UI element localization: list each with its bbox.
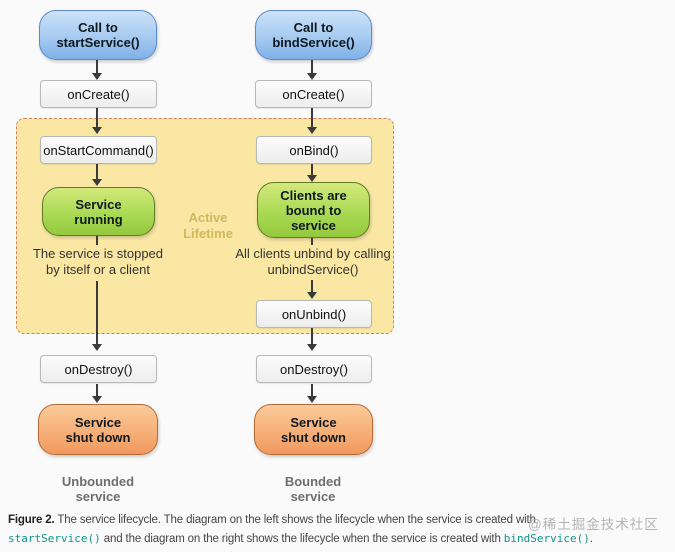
arrow-head [307, 127, 317, 134]
node-ondestroy-left: onDestroy() [40, 355, 157, 383]
arrow-head [307, 175, 317, 182]
arrow-line [96, 281, 98, 345]
node-clients-bound: Clients are bound to service [257, 182, 370, 238]
arrow-head [307, 344, 317, 351]
caption-line-1: Figure 2. The service lifecycle. The dia… [8, 511, 675, 530]
arrow-line [311, 328, 313, 345]
arrow-head [92, 73, 102, 80]
arrow-line [311, 238, 313, 245]
node-call-bindservice: Call to bindService() [255, 10, 372, 60]
caption-line-2: startService() and the diagram on the ri… [8, 530, 675, 549]
node-oncreate-right: onCreate() [255, 80, 372, 108]
node-onstartcommand: onStartCommand() [40, 136, 157, 164]
active-lifetime-label: Active Lifetime [183, 210, 233, 241]
arrow-head [307, 73, 317, 80]
node-onbind: onBind() [256, 136, 372, 164]
arrow-head [92, 396, 102, 403]
note-service-stopped: The service is stopped by itself or a cl… [32, 246, 164, 277]
site-watermark: @稀土掘金技术社区 [528, 517, 659, 532]
node-shutdown-right: Service shut down [254, 404, 373, 455]
arrow-line [311, 384, 313, 397]
arrow-line [311, 280, 313, 293]
node-call-startservice: Call to startService() [39, 10, 157, 60]
code-bindservice: bindService() [503, 531, 590, 545]
arrow-line [96, 108, 98, 128]
arrow-head [307, 396, 317, 403]
caption-text-3: . [589, 532, 593, 545]
node-ondestroy-right: onDestroy() [256, 355, 372, 383]
arrow-line [96, 384, 98, 397]
arrow-line [96, 236, 98, 245]
figure-number: Figure 2. [8, 514, 55, 526]
figure-caption: Figure 2. The service lifecycle. The dia… [8, 511, 675, 548]
node-shutdown-left: Service shut down [38, 404, 158, 455]
arrow-line [311, 60, 313, 74]
arrow-head [307, 292, 317, 299]
arrow-line [311, 164, 313, 176]
caption-text-1: The service lifecycle. The diagram on th… [54, 514, 536, 526]
arrow-line [311, 108, 313, 128]
label-bounded-service: Bounded service [284, 474, 342, 504]
caption-text-2: and the diagram on the right shows the l… [100, 532, 504, 545]
note-clients-unbind: All clients unbind by calling unbindServ… [235, 246, 391, 277]
node-oncreate-left: onCreate() [40, 80, 157, 108]
arrow-line [96, 60, 98, 74]
arrow-head [92, 179, 102, 186]
arrow-head [92, 344, 102, 351]
arrow-line [96, 164, 98, 180]
arrow-head [92, 127, 102, 134]
node-onunbind: onUnbind() [256, 300, 372, 328]
code-startservice: startService() [8, 531, 101, 545]
label-unbounded-service: Unbounded service [61, 474, 135, 504]
node-service-running: Service running [42, 187, 155, 236]
